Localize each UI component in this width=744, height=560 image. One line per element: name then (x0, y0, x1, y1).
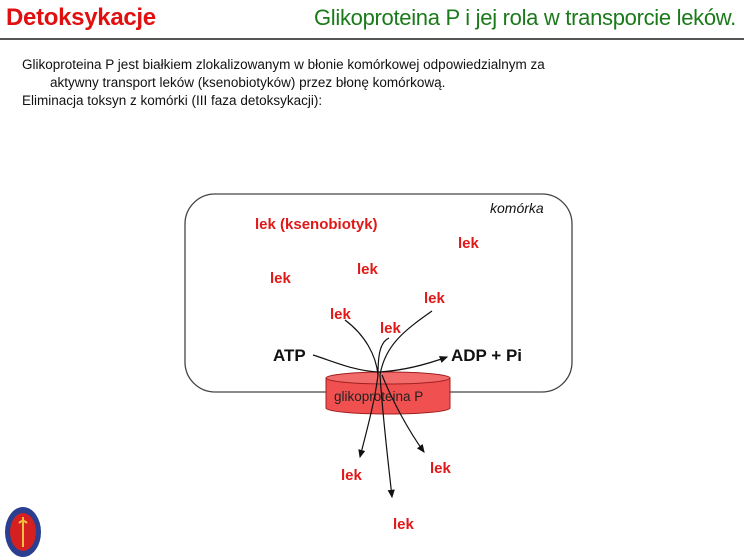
xenobiotic-label: lek (ksenobiotyk) (255, 216, 378, 233)
drug-path-1 (344, 319, 379, 376)
efflux-arrow-3 (381, 374, 425, 453)
drug-label: lek (380, 320, 402, 337)
adp-label: ADP + Pi (451, 346, 522, 365)
slide-title: Glikoproteina P i jej rola w transporcie… (313, 5, 736, 30)
adp-arrow (377, 356, 449, 373)
atp-label: ATP (273, 346, 306, 365)
university-logo (5, 507, 41, 557)
glycoprotein-p-cylinder (325, 371, 451, 415)
drug-label: lek (458, 235, 480, 252)
drug-path-2 (377, 337, 390, 376)
drug-label-outside: lek (341, 467, 363, 484)
header-divider (0, 38, 744, 40)
efflux-arrow-2 (379, 374, 395, 499)
drug-label: lek (330, 306, 352, 323)
atp-arrow (312, 354, 379, 373)
drug-label: lek (424, 290, 446, 307)
body-line-3: Eliminacja toksyn z komórki (III faza de… (22, 93, 323, 108)
cell-label: komórka (490, 200, 544, 216)
drug-path-3 (379, 310, 433, 376)
drug-label-outside: lek (430, 460, 452, 477)
efflux-arrow-1 (358, 374, 379, 459)
transporter-label: glikoproteina P (334, 389, 423, 404)
slide-body: Glikoproteina P jest białkiem zlokalizow… (22, 56, 722, 110)
section-title: Detoksykacje (6, 4, 156, 31)
drug-label-outside: lek (393, 516, 415, 533)
body-line-2: aktywny transport leków (ksenobiotyków) … (50, 75, 446, 90)
drug-label: lek (357, 261, 379, 278)
drug-label: lek (270, 270, 292, 287)
body-line-1: Glikoproteina P jest białkiem zlokalizow… (22, 57, 545, 72)
